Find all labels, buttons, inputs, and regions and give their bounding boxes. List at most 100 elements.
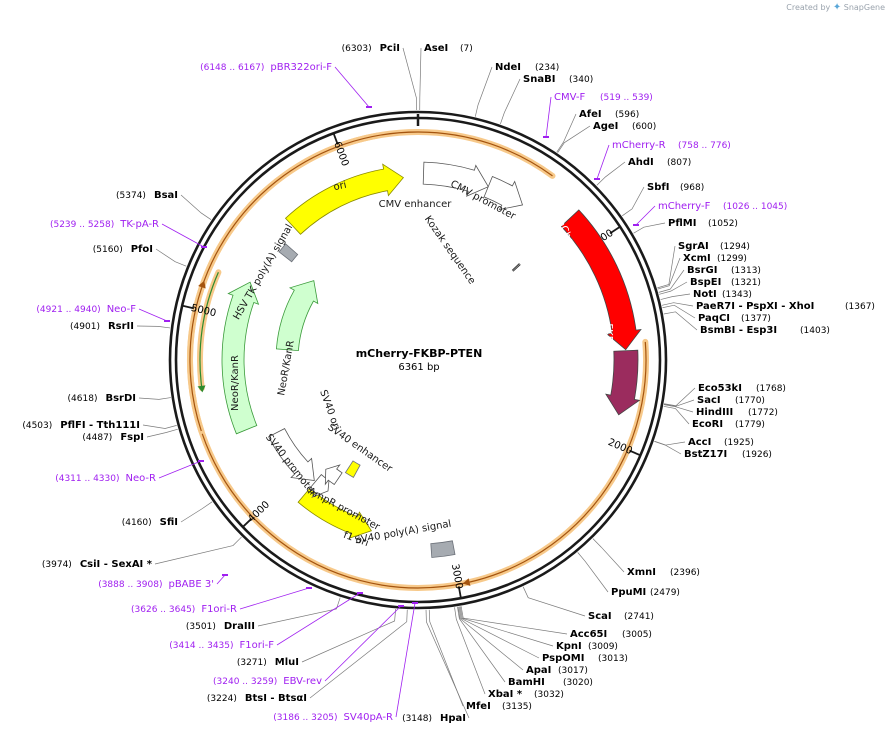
feature-arrow xyxy=(483,175,524,211)
enzyme-leader-line xyxy=(474,66,493,117)
feature-arrow xyxy=(422,161,489,197)
enzyme-position: (1377) xyxy=(741,314,771,324)
enzyme-leader-line xyxy=(577,552,609,593)
orf-arc-line xyxy=(199,272,219,389)
orf-arcs xyxy=(186,129,649,591)
enzyme-position: (3032) xyxy=(534,690,564,700)
enzyme-leader-line xyxy=(660,293,691,300)
enzyme-site-asei: AseI(7) xyxy=(424,43,473,54)
enzyme-leader-line xyxy=(663,311,698,331)
primer-leader-line xyxy=(334,66,370,108)
enzyme-position: (3501) xyxy=(186,622,216,632)
snapgene-branding: Created by ✦ SnapGene xyxy=(786,2,885,13)
enzyme-site-bsmbi: BsmBI - Esp3I(1403) xyxy=(700,325,830,336)
enzyme-name: BsmBI - Esp3I xyxy=(700,325,777,336)
enzyme-site-apai: ApaI(3017) xyxy=(526,665,588,676)
primer-range: (3240 .. 3259) xyxy=(213,677,277,687)
primer-name: mCherry-F xyxy=(658,201,711,212)
enzyme-name: Acc65I xyxy=(570,629,607,640)
feature-sv40-promoter: SV40 promoter xyxy=(263,428,319,499)
scale-tick xyxy=(629,449,641,457)
enzyme-position: (1343) xyxy=(722,290,752,300)
primer-range: (4921 .. 4940) xyxy=(36,305,100,315)
enzyme-name: BstZ17I xyxy=(684,449,727,460)
primer-leader-line xyxy=(138,308,168,322)
scale-tick xyxy=(457,586,462,599)
enzyme-site-bstz17i: BstZ17I(1926) xyxy=(684,449,772,460)
feature-cmv-enhancer: CMV enhancer xyxy=(379,161,489,210)
primer-tk-pa-r: TK-pA-R(5239 .. 5258) xyxy=(50,219,159,230)
primer-name: F1ori-R xyxy=(201,604,237,615)
enzyme-leader-line xyxy=(522,586,586,617)
enzyme-name: EcoRI xyxy=(692,419,723,430)
primer-leader-line xyxy=(239,587,310,610)
enzyme-position: (2741) xyxy=(624,612,654,622)
orf-arrowhead-icon xyxy=(462,578,471,586)
enzyme-site-paqci: PaqCI(1377) xyxy=(698,313,771,324)
enzyme-site-pcii: PciI(6303) xyxy=(342,43,400,54)
orf-arc-line xyxy=(189,131,553,432)
enzyme-position: (1299) xyxy=(717,254,747,264)
enzyme-leader-line xyxy=(592,538,625,573)
plasmid-size: 6361 bp xyxy=(398,362,439,373)
enzyme-leader-line xyxy=(659,281,688,295)
feature-neor-kanr: NeoR/KanR xyxy=(221,281,260,435)
enzyme-leader-line xyxy=(180,501,213,523)
feature-sv40-enhancer: SV40 enhancer xyxy=(324,422,395,486)
enzyme-position: (6303) xyxy=(342,44,372,54)
enzyme-name: XcmI xyxy=(683,253,711,264)
primer-name: CMV-F xyxy=(554,92,585,103)
enzyme-position: (3974) xyxy=(42,560,72,570)
enzyme-name: BspEI xyxy=(690,277,721,288)
site-labels: PciI(6303)AseI(7)NdeI(234)SnaBI(340)AfeI… xyxy=(22,43,875,724)
enzyme-site-hindiii: HindIII(1772) xyxy=(696,407,778,418)
enzyme-leader-line xyxy=(146,428,178,438)
enzyme-leader-line xyxy=(257,597,341,627)
enzyme-site-afei: AfeI (596) xyxy=(579,109,639,120)
enzyme-leader-line xyxy=(154,536,242,565)
primer-name: SV40pA-R xyxy=(344,712,393,723)
enzyme-leader-line xyxy=(309,609,408,699)
primer-neo-r: Neo-R(4311 .. 4330) xyxy=(55,473,156,484)
enzyme-position: (1294) xyxy=(720,242,750,252)
scale-tick xyxy=(242,518,253,528)
enzyme-name: DraIII xyxy=(224,621,255,632)
primer-range: (3414 .. 3435) xyxy=(169,641,233,651)
feature-label: FKBP xyxy=(603,323,614,348)
enzyme-leader-line xyxy=(454,607,486,695)
enzyme-position: (7) xyxy=(460,44,473,54)
enzyme-site-hpai: HpaI(3148) xyxy=(402,713,466,724)
enzyme-name: PfoI xyxy=(131,244,153,255)
primer-name: Neo-F xyxy=(107,304,137,315)
enzyme-name: ApaI xyxy=(526,665,551,676)
orf-arrowhead-icon xyxy=(198,280,206,289)
primer-range: (6148 .. 6167) xyxy=(200,63,264,73)
feature-arrow xyxy=(284,163,404,235)
primer-leader-line xyxy=(216,574,226,585)
enzyme-position: (3005) xyxy=(622,630,652,640)
enzyme-site-ppumi: PpuMI(2479) xyxy=(611,587,680,598)
enzyme-site-acc65i: Acc65I (3005) xyxy=(570,629,652,640)
primer-range: (758 .. 776) xyxy=(678,141,731,151)
enzyme-leader-line xyxy=(459,606,554,647)
enzyme-site-mlui: MluI(3271) xyxy=(237,657,299,668)
enzyme-site-snabi: SnaBI(340) xyxy=(523,74,593,85)
enzyme-name: AfeI xyxy=(579,109,602,120)
enzyme-leader-line xyxy=(556,113,577,153)
primer-sv40pa-r: SV40pA-R(3186 .. 3205) xyxy=(273,712,393,723)
enzyme-site-paer7i: PaeR7I - PspXI - XhoI(1367) xyxy=(696,301,875,312)
scale-tick xyxy=(609,226,621,235)
enzyme-site-ahdi: AhdI(807) xyxy=(628,157,691,168)
feature-ori: ori xyxy=(284,163,404,235)
enzyme-name: RsrII xyxy=(108,321,134,332)
feature-label: ori xyxy=(333,180,348,193)
enzyme-position: (1779) xyxy=(735,420,765,430)
enzyme-name: ScaI xyxy=(588,611,612,622)
enzyme-leader-line xyxy=(663,405,690,425)
enzyme-site-ecori: EcoRI (1779) xyxy=(692,419,765,430)
enzyme-site-draiii: DraIII (3501) xyxy=(186,621,255,632)
branding-prefix: Created by xyxy=(786,3,831,12)
primer-leader-line xyxy=(545,96,552,138)
enzyme-position: (596) xyxy=(615,110,639,120)
enzyme-position: (5160) xyxy=(93,245,123,255)
